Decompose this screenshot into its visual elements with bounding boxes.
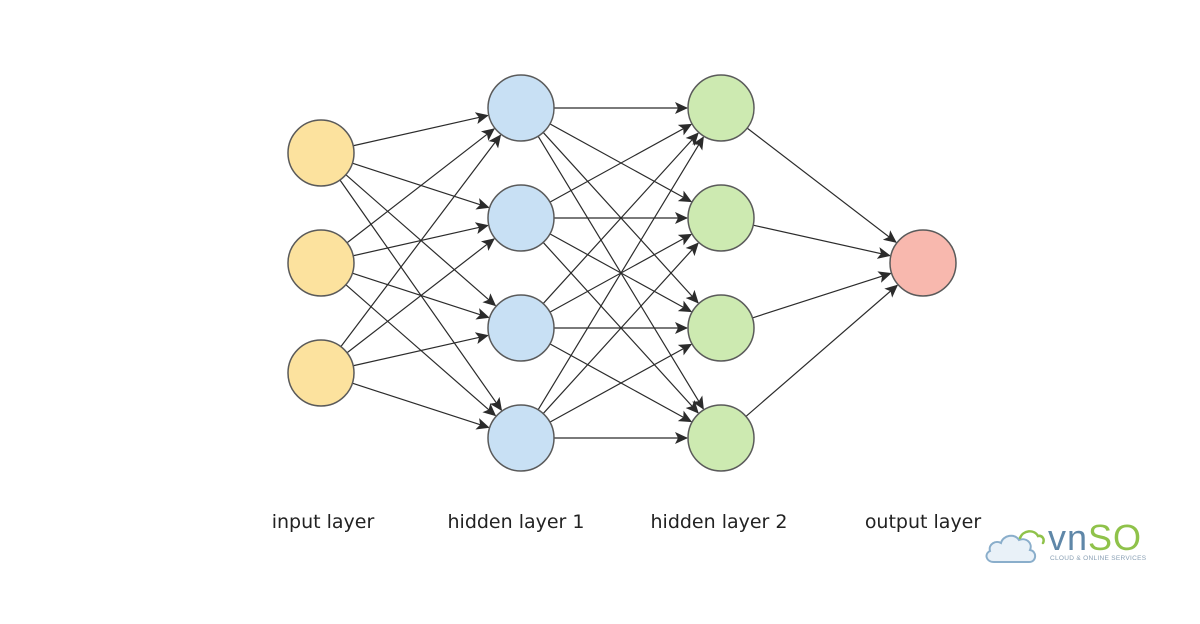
hidden-1-node-2 xyxy=(487,184,555,252)
input-node-1 xyxy=(287,119,355,187)
input-node-2 xyxy=(287,229,355,297)
edge-input-1-to-hidden-1-1 xyxy=(353,112,489,147)
edge-hidden-1-4-to-hidden-2-2 xyxy=(542,242,699,414)
edge-hidden-1-4-to-hidden-2-3 xyxy=(549,343,693,423)
connections xyxy=(339,102,899,444)
hidden-2-node-4 xyxy=(687,404,755,472)
logo-text-vn: vn xyxy=(1048,517,1089,558)
hidden-layer-1-label: hidden layer 1 xyxy=(447,511,585,533)
edge-input-3-to-hidden-1-4 xyxy=(352,382,490,430)
logo-wordmark: vnSO xyxy=(1048,520,1142,556)
vnso-logo: vnSO CLOUD & ONLINE SERVICES xyxy=(982,518,1146,568)
edge-hidden-2-4-to-output-1 xyxy=(745,284,899,417)
edge-hidden-1-4-to-hidden-2-1 xyxy=(537,136,704,411)
output-layer-label: output layer xyxy=(864,511,982,533)
cloud-icon xyxy=(985,530,1045,563)
edge-hidden-1-3-to-hidden-2-1 xyxy=(542,132,699,304)
edge-input-3-to-hidden-1-1 xyxy=(340,134,502,348)
output-node-1 xyxy=(889,229,957,297)
hidden-1-node-1 xyxy=(487,74,555,142)
logo-text-so: SO xyxy=(1088,517,1143,558)
hidden-2-node-2 xyxy=(687,184,755,252)
edge-input-3-to-hidden-1-3 xyxy=(353,332,489,367)
edge-hidden-1-2-to-hidden-2-1 xyxy=(549,123,693,203)
edge-hidden-2-2-to-output-1 xyxy=(753,224,891,259)
logo-tagline: CLOUD & ONLINE SERVICES xyxy=(1050,555,1147,562)
input-layer-label: input layer xyxy=(271,511,375,533)
nodes xyxy=(287,74,957,472)
hidden-2-node-1 xyxy=(687,74,755,142)
edge-hidden-2-1-to-output-1 xyxy=(746,127,897,243)
edge-input-3-to-hidden-1-2 xyxy=(346,238,495,354)
hidden-1-node-3 xyxy=(487,294,555,362)
hidden-layer-2-label: hidden layer 2 xyxy=(650,511,788,533)
edge-input-2-to-hidden-1-1 xyxy=(346,128,495,244)
hidden-2-node-3 xyxy=(687,294,755,362)
input-node-3 xyxy=(287,339,355,407)
hidden-1-node-4 xyxy=(487,404,555,472)
edge-hidden-2-3-to-output-1 xyxy=(752,271,892,319)
